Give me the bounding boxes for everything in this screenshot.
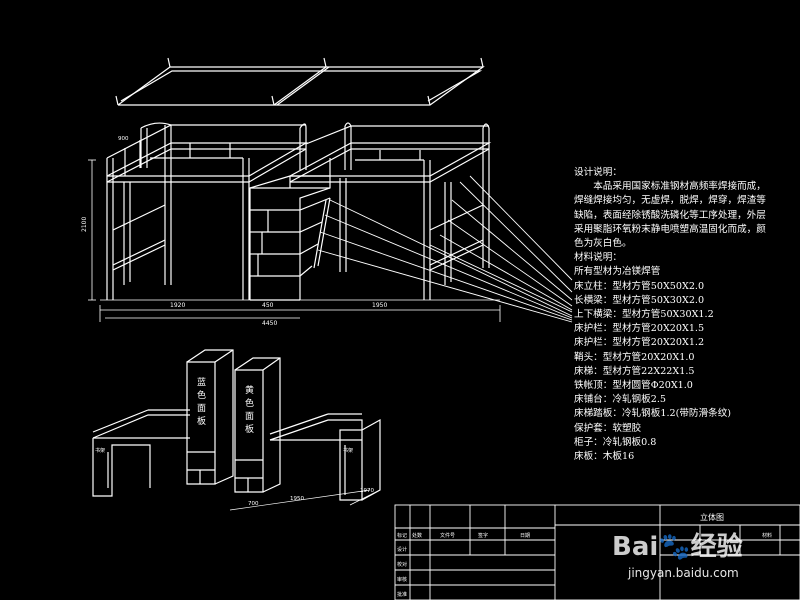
material-item: 保护套：软塑胶 xyxy=(574,422,642,434)
tb-header-1: 处数 xyxy=(412,532,422,539)
material-item: 床立柱：型材方管50X50X2.0 xyxy=(574,280,705,292)
tb-row-1: 校对 xyxy=(397,561,407,568)
material-item: 长横梁：型材方管50X30X2.0 xyxy=(574,294,705,306)
dim-right-width: 1950 xyxy=(372,302,387,309)
material-item: 上下横梁：型材方管50X30X1.2 xyxy=(574,309,714,321)
tb-row-3: 批准 xyxy=(397,591,407,598)
material-item: 床铺台：冷轧钢板2.5 xyxy=(574,394,667,406)
cabinet-left-label-1: 蓝 xyxy=(197,376,206,388)
material-item: 床板：木板16 xyxy=(574,451,635,463)
dim-mid-width: 450 xyxy=(262,302,274,309)
stair-unit xyxy=(249,175,331,301)
material-item: 床护栏：型材方管20X20X1.5 xyxy=(574,323,705,335)
cabinet-left-label-4: 板 xyxy=(197,415,206,427)
shelf-label-left: 书架 xyxy=(95,447,105,454)
desk-cabinet-set xyxy=(92,349,381,511)
tb-header-4: 日期 xyxy=(520,533,530,539)
baidu-watermark: Bai🐾经验 xyxy=(612,526,743,563)
left-loft-bed xyxy=(106,122,309,300)
material-item: 床梯：型材方管22X22X1.5 xyxy=(574,365,695,377)
design-notes: 设计说明： 本品采用国家标准钢材高频率焊接而成，焊缝焊接均匀，无虚焊，脱焊，焊穿… xyxy=(574,166,774,464)
dim-left-width: 1920 xyxy=(170,302,185,309)
leader-lines xyxy=(317,175,573,323)
tb-header-5: 材料 xyxy=(762,532,772,539)
dimension-lines xyxy=(88,159,501,322)
tb-row-2: 审核 xyxy=(397,576,407,583)
tb-header-0: 标记 xyxy=(397,532,407,539)
cabinet-right-label-2: 色 xyxy=(245,397,254,409)
dim-desk-gap: 700 xyxy=(248,501,259,507)
dim-left-height: 2100 xyxy=(81,217,88,232)
paw-icon: 🐾 xyxy=(658,532,691,562)
notes-title: 设计说明： xyxy=(574,167,622,178)
title-block xyxy=(394,504,800,600)
dim-bed-width: 900 xyxy=(118,136,129,142)
watermark-url: jingyan.baidu.com xyxy=(628,566,739,580)
material-item: 床护栏：型材方管20X20X1.2 xyxy=(574,337,705,349)
right-loft-bed xyxy=(289,122,492,300)
cabinet-right-label-3: 面 xyxy=(245,411,254,422)
baidu-brand: Bai xyxy=(612,532,659,562)
dim-desk-left: 1970 xyxy=(360,488,374,494)
baidu-brand-cn: 经验 xyxy=(690,532,743,562)
cabinet-left-label-3: 面 xyxy=(197,403,206,414)
materials-subtitle: 所有型材为冶镁焊管 xyxy=(574,266,661,278)
material-item: 鞘头：型材方管20X20X1.0 xyxy=(574,351,695,363)
dim-desk-total: 1950 xyxy=(290,496,304,502)
material-item: 床梯踏板：冷轧钢板1.2(带防滑条纹) xyxy=(574,408,732,420)
material-item: 铁帐顶：型材圆管Φ20X1.0 xyxy=(574,380,693,392)
material-item: 柜子：冷轧钢板0.8 xyxy=(574,436,657,448)
cabinet-left-label-2: 色 xyxy=(197,389,206,401)
tb-header-2: 文件号 xyxy=(440,532,455,539)
notes-body: 本品采用国家标准钢材高频率焊接而成，焊缝焊接均匀，无虚焊，脱焊，焊穿，焊渣等缺陷… xyxy=(574,181,766,250)
tb-row-0: 设计 xyxy=(397,546,407,553)
shelf-label-right: 书架 xyxy=(343,447,353,454)
drawing-title: 立体图 xyxy=(700,512,724,522)
cabinet-right-label-4: 板 xyxy=(245,423,254,435)
tb-header-3: 签字 xyxy=(478,532,488,539)
cabinet-right-label-1: 黄 xyxy=(245,384,254,396)
dim-total-width: 4450 xyxy=(262,320,277,327)
canopy-frame xyxy=(115,57,485,106)
materials-title: 材料说明： xyxy=(574,252,622,264)
